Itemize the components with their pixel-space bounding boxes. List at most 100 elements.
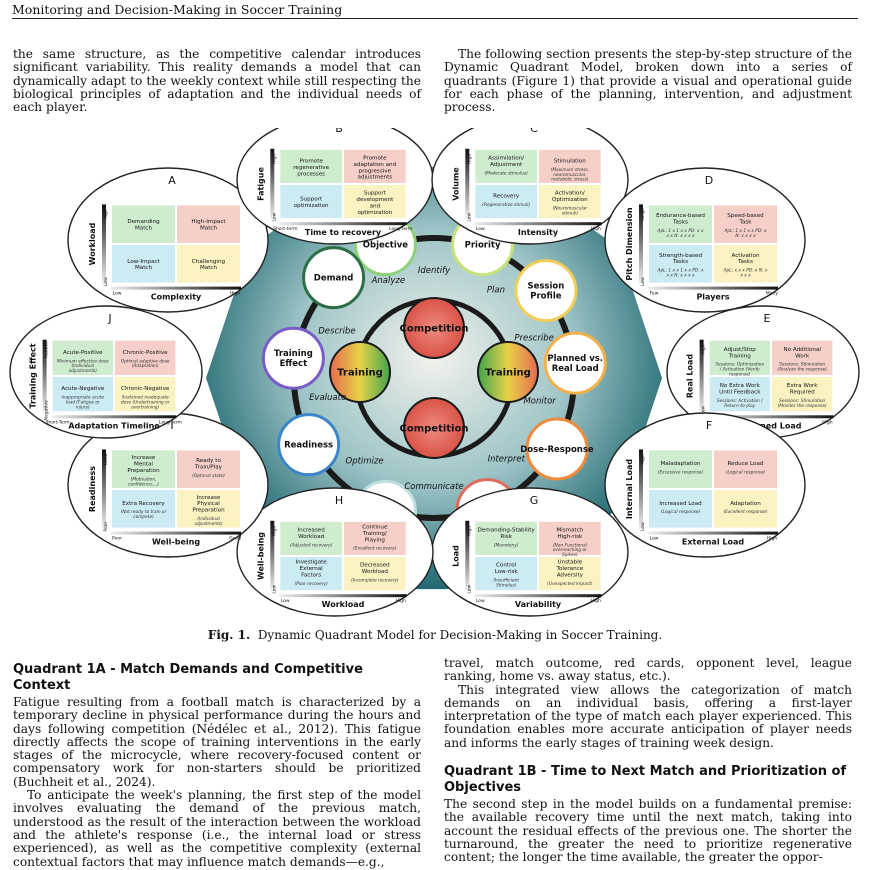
y-axis-label: Load [451, 545, 460, 567]
quadrant-cell [649, 490, 712, 528]
cell-subtitle: neuromuscular, [553, 172, 586, 178]
y-tick-low: Low [103, 277, 109, 286]
cell-subtitle: Spikes) [562, 552, 578, 558]
y-axis-gradient [699, 339, 704, 413]
y-tick-high: High [271, 525, 277, 535]
cell-title: Demanding [127, 219, 160, 225]
paragraph: To anticipate the week's planning, the f… [13, 788, 421, 869]
y-axis-label: Workload [88, 222, 97, 265]
quadrant-cell [280, 557, 342, 591]
cell-title: progressive [359, 168, 392, 174]
y-tick-low: Low [640, 277, 646, 286]
cell-title: Physical [197, 501, 220, 507]
cell-title: Investigate [296, 560, 328, 566]
cell-subtitle: (Optimal state) [192, 473, 225, 479]
x-axis-label: Complexity [151, 293, 202, 302]
cycle-verb: Communicate [404, 482, 463, 492]
cell-subtitle: (Excellent response) [723, 509, 767, 515]
cycle-node-label: Objective [363, 241, 409, 251]
x-axis-label: Workload [322, 600, 365, 609]
quadrant-cell [475, 185, 537, 219]
y-axis-label: Training Effect [29, 343, 38, 408]
quadrant-letter: G [530, 494, 539, 507]
quadrant-cell [112, 490, 175, 528]
x-axis-gradient [51, 415, 177, 419]
x-tick-low: Low [281, 598, 290, 604]
cell-title: Tolerance [556, 566, 584, 572]
cell-subtitle: (Unexpected Impact) [547, 581, 593, 587]
quadrant-letter: C [530, 128, 538, 135]
cell-title: Demanding-Stability [478, 527, 536, 533]
y-tick-high: High [466, 525, 472, 535]
cell-title: Workload [298, 534, 325, 540]
text-column-bottom-left: Quadrant 1A - Match Demands and Competit… [13, 662, 421, 869]
cell-title: Match [135, 265, 153, 271]
y-axis-label: Readiness [88, 466, 97, 512]
cycle-node-label: Effect [280, 359, 308, 369]
x-axis-label: Planned Load [740, 421, 801, 430]
center-label: Training [485, 368, 531, 379]
x-tick-high: Many [766, 291, 778, 297]
y-axis-label: Well-being [256, 532, 265, 580]
x-axis-label: Intensity [518, 228, 559, 237]
cell-title: Match [135, 226, 153, 232]
x-tick-high: High [822, 419, 832, 425]
y-tick-low: Low [271, 584, 277, 593]
cell-subtitle: Optimal adaptive dose [121, 358, 170, 364]
cycle-verb: Prescribe [514, 334, 553, 344]
paragraph: the same structure, as the competitive c… [13, 47, 421, 115]
x-axis-label: Variability [515, 600, 562, 609]
cycle-node: Planned vs.Real Load [543, 331, 607, 395]
figure-caption: Fig. 1. Dynamic Quadrant Model for Decis… [0, 628, 870, 642]
cell-title: Adaptation [730, 501, 761, 507]
quadrant-cell [52, 340, 113, 375]
cell-title: Match [200, 265, 218, 271]
cell-title: Playing [365, 537, 386, 543]
quadrant-cell [344, 149, 406, 183]
cell-subtitle: injury) [76, 404, 90, 410]
cell-subtitle: Sessions: Activation / [717, 398, 763, 404]
cycle-node-circle [302, 246, 366, 310]
cycle-verb: Interpret [488, 454, 526, 464]
quadrant-cell [539, 185, 601, 219]
cell-title: Risk [500, 534, 512, 540]
cell-subtitle: x x N: x x x x [665, 233, 695, 239]
x-tick-high: High [230, 291, 240, 297]
cycle-node-label: Session [527, 282, 564, 292]
cell-title: Increased Load [659, 501, 702, 507]
cell-title: Tasks [672, 259, 688, 265]
cell-title: Chronic-Positive [123, 350, 168, 356]
cell-title: and [370, 203, 381, 209]
paragraph: travel, match outcome, red cards, oppone… [444, 656, 852, 684]
cycle-node-label: Priority [465, 241, 501, 251]
cell-title: Tasks [737, 259, 753, 265]
x-axis-label: Adaptation Timeline [68, 421, 160, 430]
cell-title: Increase [197, 495, 221, 501]
cell-subtitle: (Motivation, [131, 477, 157, 483]
x-tick-low: Low [113, 291, 122, 297]
center-circle [477, 341, 539, 403]
cell-title: Unstable [557, 560, 582, 566]
cell-subtitle: adjustments) [69, 368, 98, 374]
x-axis-label: Players [696, 293, 729, 302]
y-axis-gradient [465, 520, 470, 592]
cycle-node-label: Planned vs. [547, 354, 603, 364]
cell-title: Support [300, 197, 323, 203]
quadrant-cell [52, 377, 113, 412]
y-axis-gradient [102, 204, 106, 284]
cell-title: Required [790, 390, 815, 396]
caption-label: Fig. 1. [207, 628, 251, 642]
cell-title: Extra Work [787, 383, 818, 389]
cell-subtitle: / Activation (Verify [719, 367, 760, 373]
y-tick-low: Low [640, 522, 646, 531]
cell-title: Strength-based [659, 253, 703, 259]
cycle-node-label: Readiness [284, 441, 333, 451]
cell-subtitle: (Analyze the response) [777, 367, 827, 373]
cell-title: Extra Recovery [122, 501, 165, 507]
cycle-node: Readiness [277, 413, 341, 477]
quadrant-letter: F [706, 419, 712, 432]
